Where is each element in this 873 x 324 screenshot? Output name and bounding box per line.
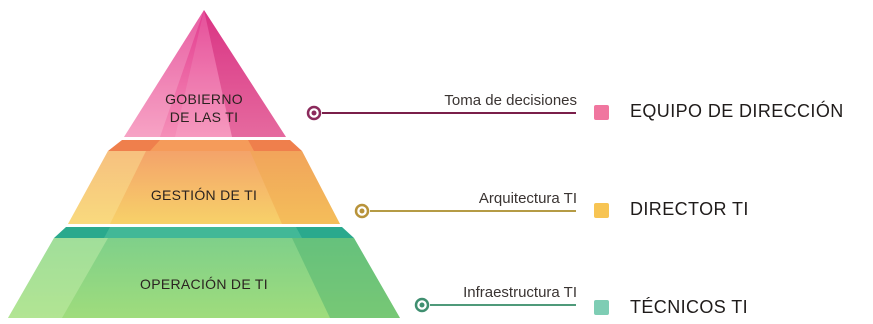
tier-gobierno-shape <box>124 10 286 137</box>
tier-gestion-shape <box>68 140 340 224</box>
tier-label-gobierno: GOBIERNO DE LAS TI <box>144 90 264 126</box>
tier-label-gobierno-line1: GOBIERNO <box>165 91 243 107</box>
tier-label-gobierno-line2: DE LAS TI <box>169 109 239 125</box>
tier-label-operacion: OPERACIÓN DE TI <box>140 276 268 292</box>
tier-label-gestion: GESTIÓN DE TI <box>150 187 258 203</box>
role-label-director: DIRECTOR TI <box>630 199 749 219</box>
connector-label-infraestructura: Infraestructura TI <box>463 284 577 301</box>
tier-operacion-shape <box>8 227 400 318</box>
role-label-direccion: EQUIPO DE DIRECCIÓN <box>630 101 844 121</box>
role-swatch-tecnicos <box>594 300 609 315</box>
connector-label-arquitectura: Arquitectura TI <box>478 190 577 207</box>
role-swatch-direccion <box>594 105 609 120</box>
role-swatch-director <box>594 203 609 218</box>
role-label-tecnicos: TÉCNICOS TI <box>630 297 749 317</box>
connector-label-decisiones: Toma de decisiones <box>444 92 577 109</box>
